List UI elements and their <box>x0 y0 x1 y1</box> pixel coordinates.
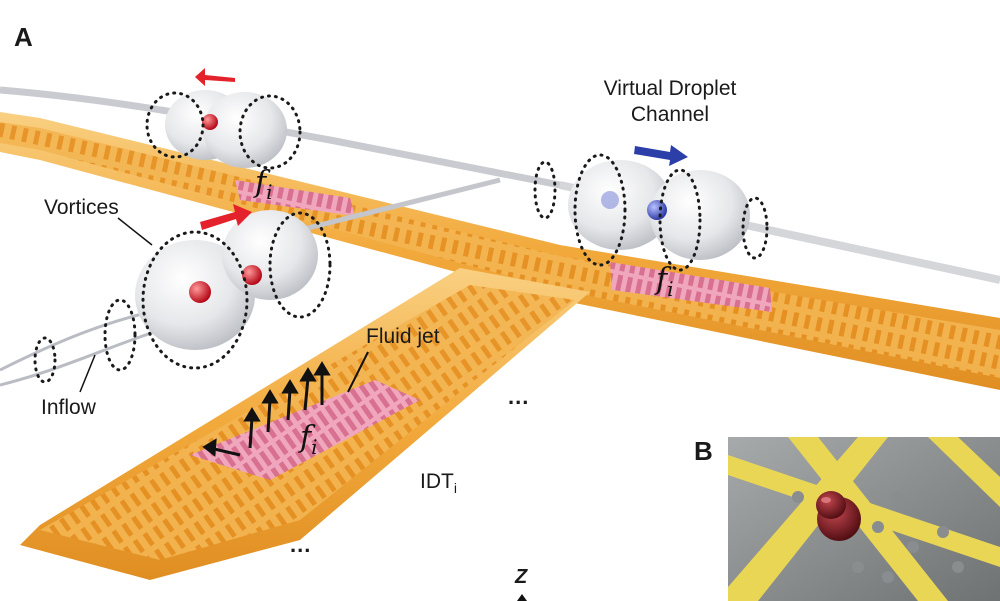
ellipsis-mid: ... <box>508 384 530 409</box>
active-idt-diagonal <box>190 380 420 480</box>
freq-label-bottom: fi <box>300 420 318 459</box>
panel-b-device-photo <box>728 437 1000 601</box>
freq-symbol: f <box>300 420 312 455</box>
red-arrow-top <box>195 68 235 86</box>
vortices-leader <box>117 217 153 246</box>
freq-subscript: i <box>266 180 273 204</box>
idt-text: IDT <box>420 470 454 493</box>
droplet-top <box>145 90 302 170</box>
active-idt-right <box>610 262 772 312</box>
vortices-label: Vortices <box>44 196 119 219</box>
inflow-stream <box>0 308 161 387</box>
virtual-droplet-channel-line1: Virtual Droplet <box>603 77 737 100</box>
panel-a-label: A <box>14 22 33 52</box>
active-idt-upper <box>235 180 355 216</box>
freq-label-top: fi <box>255 165 273 204</box>
inflow-label: Inflow <box>41 396 96 419</box>
freq-label-right: fi <box>656 262 674 301</box>
idt-subscript: i <box>453 480 457 497</box>
z-axis-arrow <box>517 594 527 601</box>
panel-b-photo <box>728 437 1000 601</box>
panel-b-label: B <box>694 436 713 466</box>
freq-symbol: f <box>255 165 267 200</box>
virtual-droplet-channel-label: Virtual Droplet Channel <box>582 76 758 128</box>
fluid-jet-arrows <box>202 361 331 457</box>
red-arrow-left <box>200 204 252 230</box>
droplet-right <box>533 153 769 272</box>
droplet-left <box>33 210 332 384</box>
virtual-droplet-channel-line2: Channel <box>630 103 710 126</box>
blue-arrow-right <box>634 145 688 166</box>
fluid-jet-leader <box>347 351 369 393</box>
ellipsis-bottom: ... <box>290 532 312 557</box>
freq-subscript: i <box>667 277 674 301</box>
idt-label: IDTi <box>420 470 457 496</box>
freq-subscript: i <box>311 435 318 459</box>
fluid-jet-label: Fluid jet <box>366 325 440 348</box>
z-axis-label: Z <box>515 566 528 588</box>
virtual-channel-cross <box>299 177 501 233</box>
freq-symbol: f <box>656 262 668 297</box>
inflow-leader <box>79 354 96 393</box>
